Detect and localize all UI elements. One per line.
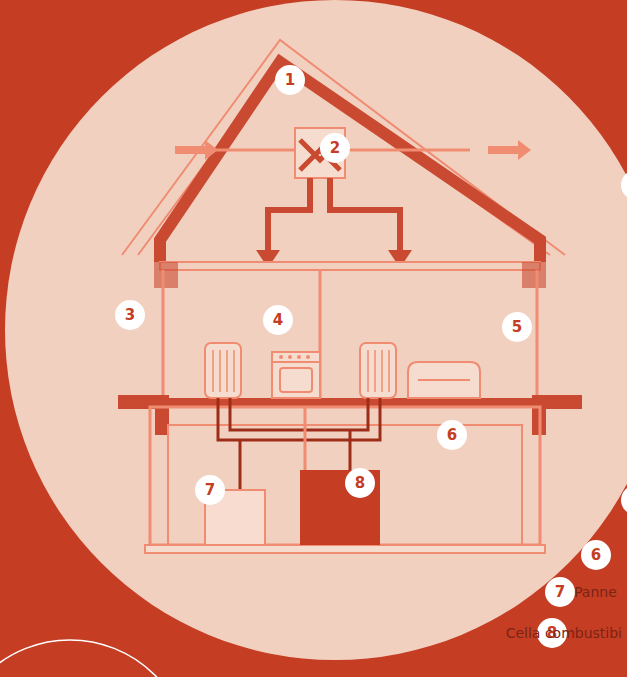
outline-arc	[0, 640, 190, 677]
background-circle	[5, 0, 627, 660]
part-name: Cella combustibi	[506, 624, 622, 642]
callout-number: 6	[437, 420, 467, 450]
part-name: Panne	[574, 583, 617, 601]
callout-number: 5	[502, 312, 532, 342]
callout-number: 2	[320, 133, 350, 163]
callout-number: 4	[263, 305, 293, 335]
callout-number: 7	[195, 475, 225, 505]
callout-number: 3	[115, 300, 145, 330]
callout-number: 7	[545, 577, 575, 607]
callout-number: 6	[581, 540, 611, 570]
callout-number: 1	[275, 65, 305, 95]
callout-number: 8	[345, 468, 375, 498]
